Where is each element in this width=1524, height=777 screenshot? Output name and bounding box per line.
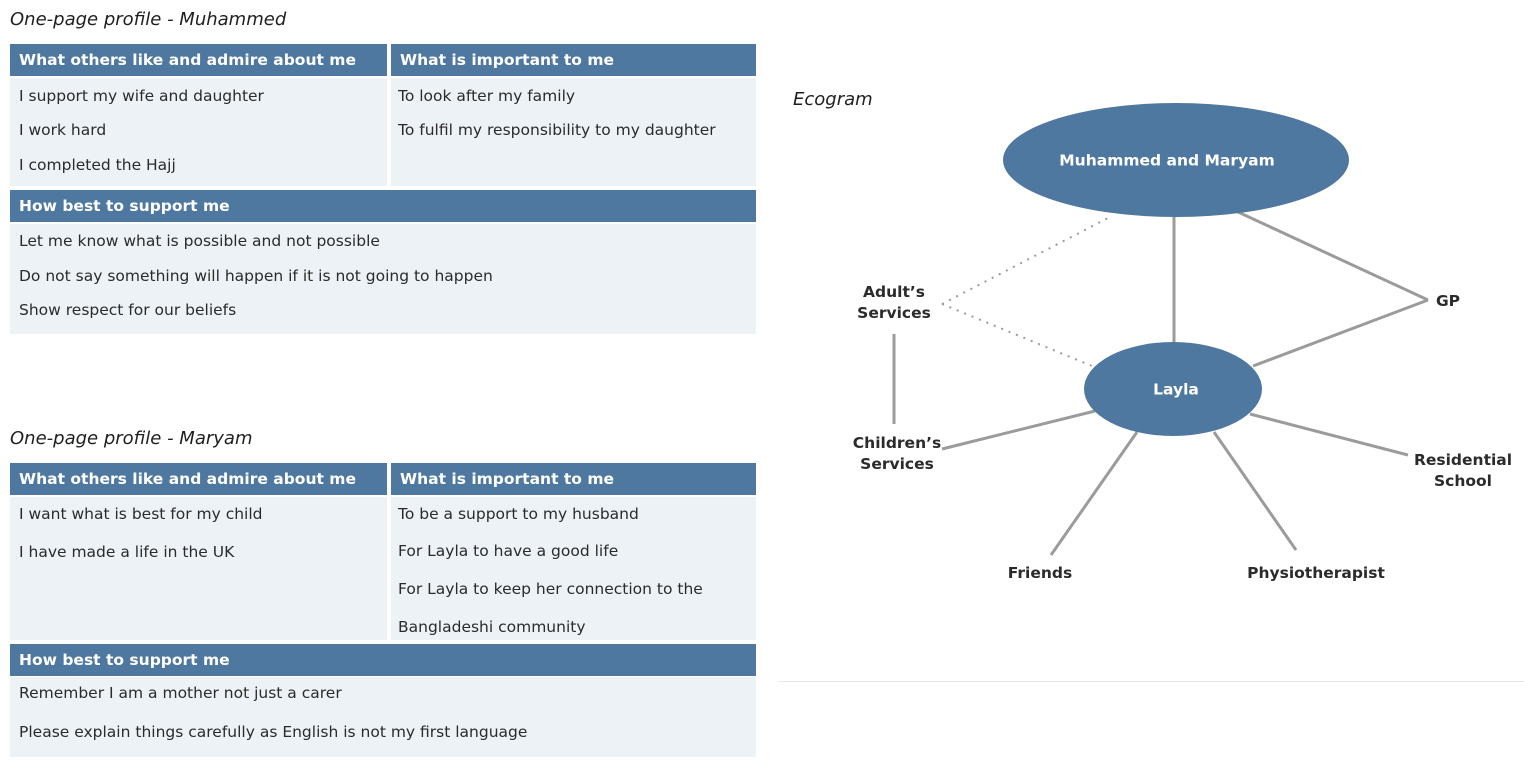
list-item: I want what is best for my child <box>19 505 263 523</box>
list-item: I have made a life in the UK <box>19 543 235 561</box>
maryam-profile-title: One-page profile - Maryam <box>10 428 253 449</box>
layla-label: Layla <box>1153 381 1199 399</box>
bottom-divider <box>778 681 1524 682</box>
adults-services-label-line2: Services <box>857 304 931 322</box>
list-item: Show respect for our beliefs <box>19 301 237 319</box>
edge-layla-friends <box>1049 431 1139 556</box>
list-item: Remember I am a mother not just a carer <box>19 684 342 702</box>
list-item: For Layla to keep her connection to the <box>398 580 703 598</box>
maryam-support-cell: Remember I am a mother not just a carer … <box>10 677 756 757</box>
ecogram-title: Ecogram <box>793 89 873 110</box>
list-item: I completed the Hajj <box>19 156 176 174</box>
parents-label: Muhammed and Maryam <box>1059 152 1275 170</box>
edge-adults-layla-dotted <box>941 303 1093 367</box>
list-item: To look after my family <box>398 87 576 105</box>
list-item: Do not say something will happen if it i… <box>19 267 493 285</box>
adults-services-label-line1: Adult’s <box>863 283 925 301</box>
list-item: Bangladeshi community <box>398 618 586 636</box>
list-item: To be a support to my husband <box>398 505 639 523</box>
muhammed-important-header: What is important to me <box>391 44 756 76</box>
list-item: To fulfil my responsibility to my daught… <box>398 121 716 139</box>
list-item: I work hard <box>19 121 107 139</box>
list-item: For Layla to have a good life <box>398 542 619 560</box>
edge-parents-gp <box>1237 210 1429 302</box>
friends-label: Friends <box>1008 564 1072 582</box>
layla-node <box>1084 342 1262 436</box>
list-item: Please explain things carefully as Engli… <box>19 723 528 741</box>
childrens-services-label-line2: Services <box>860 455 934 473</box>
edge-adults-parents-dotted <box>941 217 1109 305</box>
ecogram-dotted-connections <box>941 217 1109 367</box>
list-item: I support my wife and daughter <box>19 87 264 105</box>
residential-school-label-line2: School <box>1434 472 1492 490</box>
edge-layla-physio <box>1212 431 1298 551</box>
muhammed-admire-cell: I support my wife and daughter I work ha… <box>10 78 387 186</box>
maryam-admire-header: What others like and admire about me <box>10 463 387 495</box>
gp-label: GP <box>1436 292 1460 310</box>
edge-gp-layla <box>1252 298 1429 368</box>
muhammed-support-cell: Let me know what is possible and not pos… <box>10 224 756 334</box>
edge-childrens-layla <box>941 409 1096 451</box>
edge-layla-residential <box>1249 412 1409 457</box>
muhammed-important-cell: To look after my family To fulfil my res… <box>391 78 756 186</box>
parents-node <box>1003 103 1349 217</box>
maryam-support-header: How best to support me <box>10 644 756 676</box>
ecogram-labels: Adult’s Services GP Children’s Services … <box>853 283 1512 582</box>
muhammed-admire-header: What others like and admire about me <box>10 44 387 76</box>
maryam-important-header: What is important to me <box>391 463 756 495</box>
physiotherapist-label: Physiotherapist <box>1247 564 1385 582</box>
residential-school-label-line1: Residential <box>1414 451 1512 469</box>
muhammed-support-header: How best to support me <box>10 190 756 222</box>
list-item: Let me know what is possible and not pos… <box>19 232 380 250</box>
ecogram-connections <box>892 210 1429 556</box>
muhammed-profile-title: One-page profile - Muhammed <box>10 9 287 30</box>
childrens-services-label-line1: Children’s <box>853 434 941 452</box>
maryam-important-cell: To be a support to my husband For Layla … <box>391 497 756 640</box>
maryam-admire-cell: I want what is best for my child I have … <box>10 497 387 640</box>
